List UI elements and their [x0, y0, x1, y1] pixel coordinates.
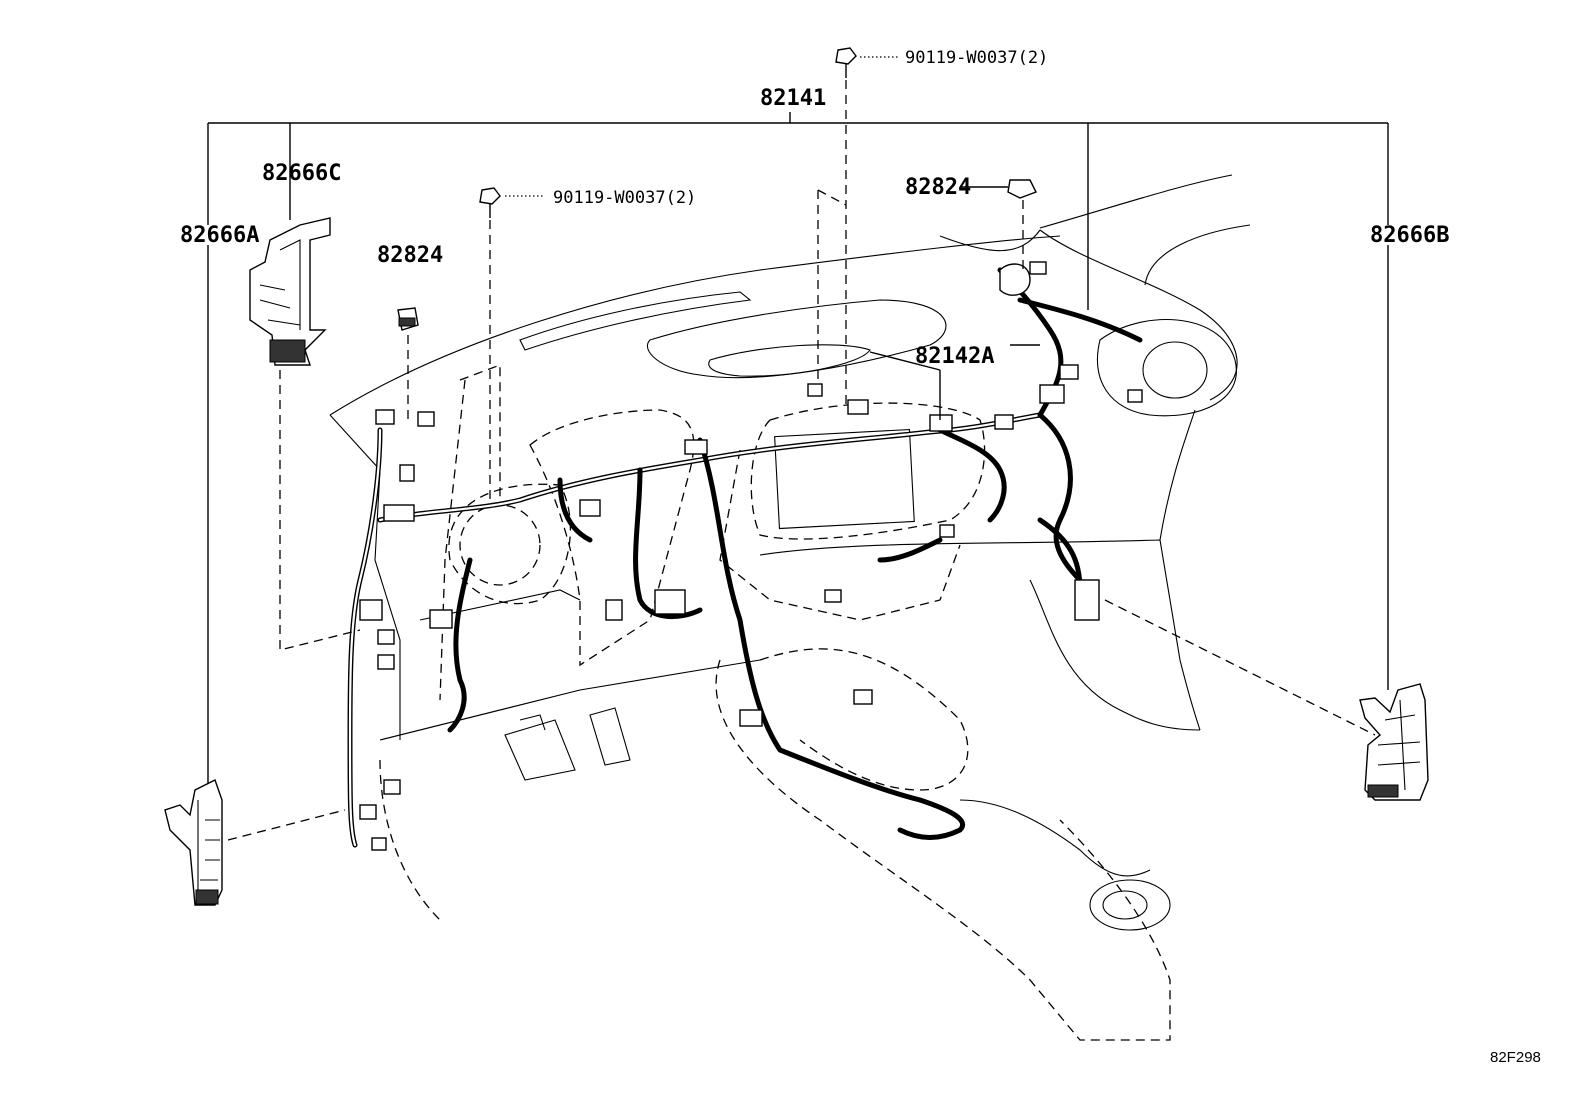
- dashboard-outline: [329, 174, 1251, 1041]
- label-82666b: 82666B: [1370, 223, 1449, 248]
- bolt-top: [835, 47, 857, 78]
- figure-code: 82F298: [1490, 1049, 1541, 1066]
- bracket-82666c: [249, 217, 331, 366]
- clip-82824-right: [1007, 179, 1037, 199]
- bracket-82666a: [164, 779, 223, 906]
- dashed-leaders: [227, 56, 1376, 841]
- label-bolt-left: 90119-W0037(2): [553, 188, 696, 208]
- label-82141: 82141: [760, 86, 826, 111]
- label-bolt-top: 90119-W0037(2): [905, 48, 1048, 68]
- main-wiring-harness: [347, 267, 1143, 848]
- bracket-82666b: [1359, 683, 1429, 801]
- clip-82824-left: [397, 307, 419, 331]
- label-82666c: 82666C: [262, 161, 341, 186]
- bolt-left: [479, 187, 501, 218]
- label-clip-right: 82824: [905, 175, 971, 200]
- label-clip-left: 82824: [377, 243, 443, 268]
- harness-bracket-lines: [207, 112, 1389, 790]
- label-82666a: 82666A: [180, 223, 259, 248]
- label-82142a: 82142A: [915, 344, 994, 369]
- connectors: [359, 261, 1143, 851]
